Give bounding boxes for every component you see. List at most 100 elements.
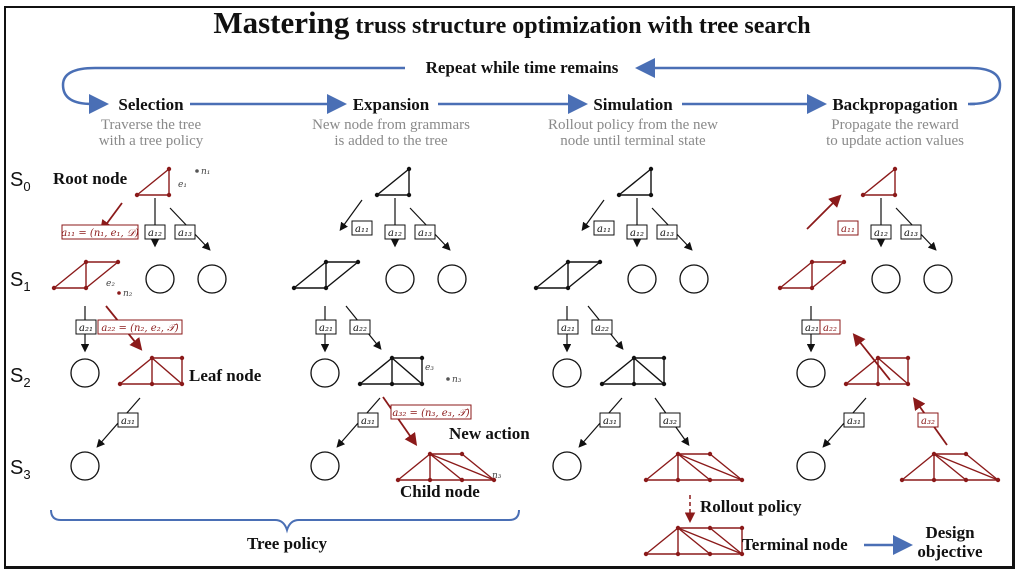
node-circle [552, 358, 582, 388]
truss-joint [597, 259, 603, 265]
action-box [593, 220, 615, 236]
truss-joint [809, 285, 815, 291]
node-circle [437, 264, 467, 294]
truss-joint [51, 285, 57, 291]
truss-joint [565, 259, 571, 265]
action-a13: a₁₃ [900, 224, 922, 240]
tree-policy-label: Tree policy [247, 534, 328, 553]
truss-joint [739, 551, 745, 557]
action-a12: a₁₂ [144, 224, 166, 240]
node-circle [871, 264, 901, 294]
truss-member [901, 453, 935, 481]
action-box [656, 224, 678, 240]
action-label: a₁₃ [418, 228, 432, 239]
truss-member [633, 357, 665, 385]
truss-joint [777, 285, 783, 291]
action-label: a₂₂ [823, 323, 837, 334]
truss-joint [115, 259, 121, 265]
simulation-desc-2: node until terminal state [560, 133, 706, 149]
truss-joint [675, 451, 681, 457]
node-circle [385, 264, 415, 294]
action-box [414, 224, 436, 240]
truss-member [709, 527, 743, 555]
action-a22: a₂₂ [819, 319, 841, 335]
root-truss [860, 166, 898, 198]
action-a12: a₁₂ [384, 224, 406, 240]
annotation-e1: e₁ [178, 180, 187, 190]
truss-member [811, 261, 845, 289]
branch-a11 [339, 199, 363, 231]
truss-joint [931, 451, 937, 457]
node-circle [923, 264, 953, 294]
annotation-n1: n₁ [201, 167, 210, 177]
child-node-label: Child node [400, 482, 480, 501]
action-label: a₂₁ [319, 323, 333, 334]
node-circle [197, 264, 227, 294]
backprop-desc-2: to update action values [826, 133, 964, 149]
truss-joint [995, 477, 1001, 483]
state-s1: S1 [10, 269, 31, 294]
level1-truss [533, 259, 603, 291]
action-label: a₁₂ [148, 228, 162, 239]
root-node-label: Root node [53, 169, 128, 188]
truss-joint [860, 192, 866, 198]
node-circle [310, 451, 340, 481]
truss-member [601, 357, 635, 385]
truss-joint [899, 477, 905, 483]
truss-joint [83, 259, 89, 265]
action-box [357, 412, 379, 428]
action-a31: a₃₁ [599, 412, 621, 428]
truss-joint [963, 451, 969, 457]
action-a31: a₃₁ [843, 412, 865, 428]
truss-joint [83, 285, 89, 291]
node-circle [552, 451, 582, 481]
truss-joint [179, 381, 185, 387]
truss-joint [809, 259, 815, 265]
action-a21: a₂₁ [315, 319, 337, 335]
node-circle [796, 358, 826, 388]
branch-a11 [581, 199, 605, 231]
action-label: a₃₁ [603, 416, 617, 427]
action-box [659, 412, 681, 428]
title-rest: truss structure optimization with tree s… [355, 13, 810, 39]
level2-truss [117, 355, 185, 387]
truss-joint [631, 355, 637, 361]
annotation-e3: e₃ [425, 363, 434, 373]
truss-joint [357, 381, 363, 387]
truss-joint [616, 192, 622, 198]
truss-joint [166, 192, 172, 198]
truss-member [933, 453, 999, 481]
action-box [351, 220, 373, 236]
truss-joint [533, 285, 539, 291]
action-box [117, 412, 139, 428]
action-a32-full: a₃₂ = (n₃, e₃, 𝒯) [390, 404, 472, 420]
truss-joint [427, 451, 433, 457]
action-label: a₃₂ [921, 416, 935, 427]
truss-joint [406, 192, 412, 198]
truss-member [429, 453, 463, 481]
truss-joint [648, 166, 654, 172]
node-circle [627, 264, 657, 294]
root-truss [374, 166, 412, 198]
action-label: a₁₃ [904, 228, 918, 239]
rollout-policy-label: Rollout policy [700, 497, 802, 516]
truss-member [877, 357, 909, 385]
action-box [557, 319, 579, 335]
terminal-node-label: Terminal node [742, 535, 848, 554]
branch-a11 [806, 194, 842, 230]
truss-joint [149, 355, 155, 361]
truss-member [397, 453, 431, 481]
state-s3: S3 [10, 457, 31, 482]
figure-frame [4, 6, 1015, 569]
truss-member [293, 261, 327, 289]
design-objective-label-2: objective [917, 542, 983, 561]
action-a12: a₁₂ [870, 224, 892, 240]
state-labels: S0 S1 S2 S3 [10, 169, 31, 482]
annotation-n3b: n₃ [492, 471, 502, 481]
action-label: a₁₃ [660, 228, 674, 239]
action-a22: a₂₂ [349, 319, 371, 335]
truss-member [779, 261, 813, 289]
truss-member [119, 357, 153, 385]
action-box [599, 412, 621, 428]
